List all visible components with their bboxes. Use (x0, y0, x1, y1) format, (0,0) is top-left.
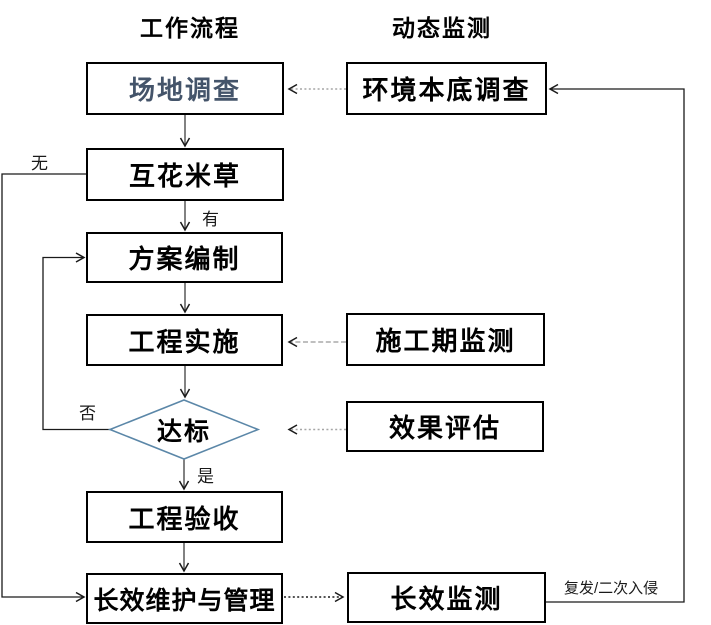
edge-no-spartina-loop (1, 173, 86, 603)
edge-recurrence-loop (546, 83, 685, 603)
edge-label-recurrence: 复发/二次入侵 (564, 580, 659, 597)
node-site-survey: 场地调查 (86, 62, 284, 115)
node-environment-baseline-survey: 环境本底调查 (346, 62, 547, 115)
node-plan-preparation: 方案编制 (86, 232, 283, 283)
node-project-implementation: 工程实施 (86, 314, 283, 366)
node-spartina-check: 互花米草 (86, 148, 284, 201)
node-construction-period-monitoring: 施工期监测 (346, 313, 545, 366)
node-decision-label: 达标 (156, 418, 211, 446)
edge-fail-loop (42, 252, 110, 431)
edge-label-has: 有 (202, 210, 219, 229)
decision-diamond-shape (107, 399, 261, 460)
column-header-workflow: 工作流程 (140, 15, 240, 41)
node-longterm-maintenance: 长效维护与管理 (86, 573, 283, 624)
edge-label-pass: 是 (197, 467, 214, 486)
column-header-monitoring: 动态监测 (392, 15, 492, 41)
edge-label-no: 无 (31, 154, 48, 173)
node-longterm-monitoring: 长效监测 (347, 572, 546, 623)
edge-label-fail: 否 (79, 404, 96, 423)
node-project-acceptance: 工程验收 (86, 491, 283, 543)
node-effect-evaluation: 效果评估 (346, 401, 544, 452)
